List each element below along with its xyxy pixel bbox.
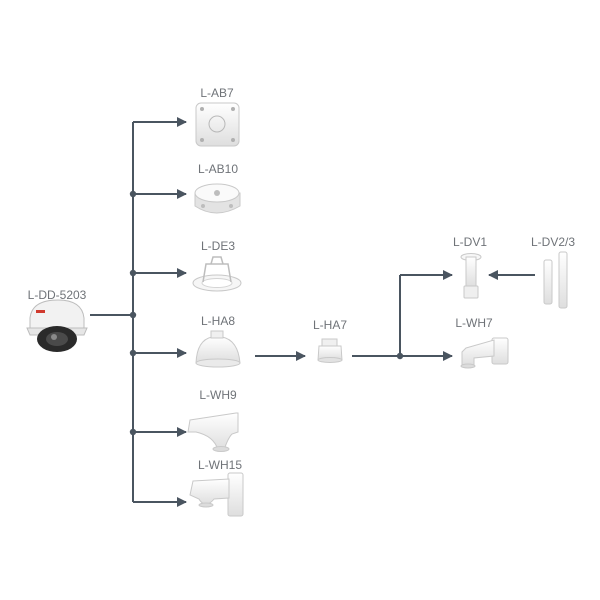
- adapter-icon: [317, 338, 343, 363]
- junction-dot: [129, 428, 137, 436]
- junction-dot: [129, 311, 137, 319]
- extension-poles-icon: [543, 251, 568, 309]
- junction-dot: [396, 352, 404, 360]
- label-l-dv2-3: L-DV2/3: [530, 235, 576, 249]
- label-l-ha8: L-HA8: [200, 314, 236, 328]
- in-ceiling-mount-icon: [192, 256, 242, 292]
- pendant-adapter-icon: [195, 330, 241, 368]
- dome-camera-icon: [26, 299, 88, 352]
- label-l-wh15: L-WH15: [197, 458, 243, 472]
- pendant-pole-icon: [460, 253, 482, 299]
- junction-dot: [129, 349, 137, 357]
- label-l-wh7: L-WH7: [455, 316, 493, 330]
- junction-dot: [129, 269, 137, 277]
- label-l-dd-5203: L-DD-5203: [27, 288, 87, 302]
- junction-dots: [129, 190, 404, 436]
- label-l-ab10: L-AB10: [197, 162, 239, 176]
- label-l-dv1: L-DV1: [452, 235, 488, 249]
- junction-box-icon: [195, 102, 240, 147]
- wall-bracket-icon: [187, 412, 239, 452]
- label-l-wh9: L-WH9: [199, 388, 237, 402]
- label-l-de3: L-DE3: [200, 239, 236, 253]
- label-l-ha7: L-HA7: [312, 318, 348, 332]
- wall-bracket-long-icon: [189, 472, 244, 517]
- wall-mount-icon: [460, 337, 509, 369]
- round-junction-box-icon: [194, 183, 241, 214]
- connector-lines: [90, 117, 535, 507]
- label-l-ab7: L-AB7: [200, 86, 234, 100]
- junction-dot: [129, 190, 137, 198]
